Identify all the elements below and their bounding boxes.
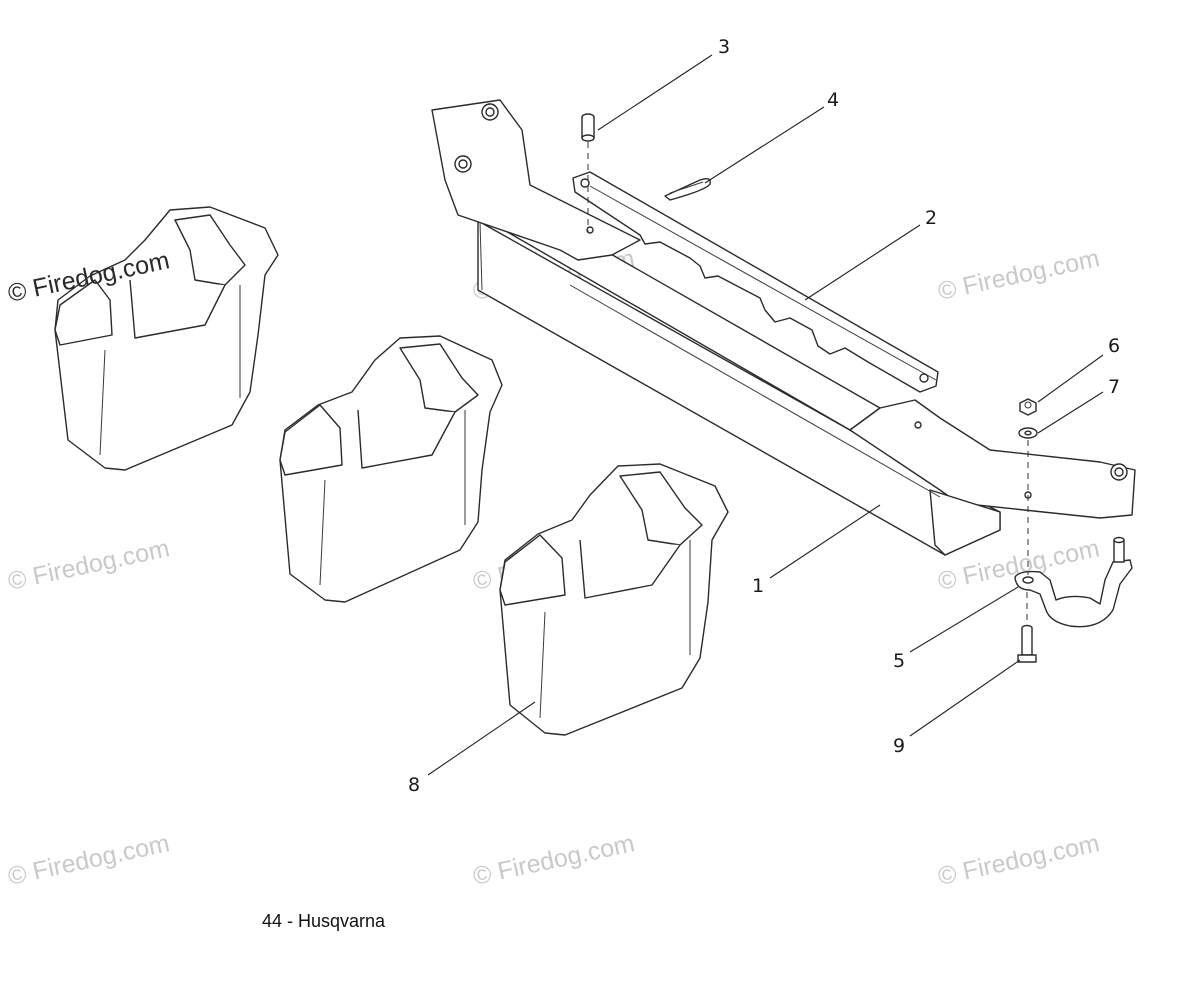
callout-labels: 1 2 3 4 5 6 7 8 9 <box>408 36 1120 796</box>
weight-bracket-part-1 <box>431 99 1136 556</box>
callout-6: 6 <box>1108 335 1120 357</box>
page-footer-label: 44 - Husqvarna <box>262 911 386 931</box>
leader-line-8 <box>427 701 536 776</box>
callout-4: 4 <box>827 89 839 111</box>
bolt-part-9 <box>1017 592 1037 663</box>
leader-line-6 <box>1037 354 1104 403</box>
callout-8: 8 <box>408 774 420 796</box>
leader-line-3 <box>597 54 713 131</box>
callout-1: 1 <box>752 575 764 597</box>
callout-3: 3 <box>718 36 730 58</box>
leader-line-9 <box>909 659 1021 737</box>
suitcase-weight-left <box>54 206 279 471</box>
suitcase-weight-middle <box>279 335 503 603</box>
washer-part-7 <box>1018 427 1038 575</box>
suitcase-weight-right <box>499 463 729 736</box>
watermark-text: © Firedog.com <box>5 534 172 596</box>
pin-part-3 <box>581 113 595 232</box>
leader-line-7 <box>1037 391 1104 434</box>
hitch-bracket-part-5 <box>1014 536 1133 628</box>
callout-5: 5 <box>893 650 905 672</box>
nut-part-6 <box>1019 398 1037 416</box>
watermark-text: © Firedog.com <box>935 244 1102 306</box>
callout-2: 2 <box>925 207 937 229</box>
leader-line-4 <box>704 106 825 184</box>
leader-line-1 <box>769 504 881 579</box>
hair-pin-clip-part-4 <box>664 177 711 201</box>
callout-9: 9 <box>893 735 905 757</box>
watermark-text: © Firedog.com <box>935 829 1102 891</box>
callout-7: 7 <box>1108 376 1120 398</box>
notched-plate-part-2 <box>572 171 939 393</box>
leader-lines <box>427 54 1104 776</box>
watermark-text: © Firedog.com <box>5 829 172 891</box>
watermark-text: © Firedog.com <box>470 829 637 891</box>
leader-line-5 <box>909 586 1019 653</box>
leader-line-2 <box>804 224 921 301</box>
